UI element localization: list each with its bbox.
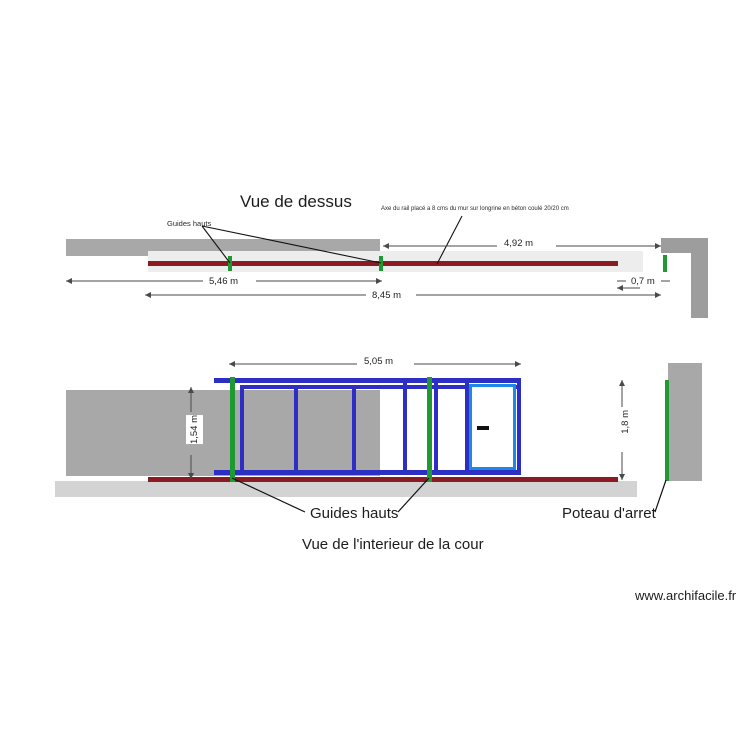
elevation-guides-label: Guides hauts bbox=[310, 505, 399, 522]
top-view-guide-post-left bbox=[228, 256, 232, 271]
dim-gate-height-154: 1,54 m bbox=[186, 415, 203, 445]
door-handle[interactable] bbox=[477, 426, 489, 430]
gate-frame-bottom-rail bbox=[214, 470, 521, 475]
gate-mullion-5 bbox=[434, 380, 438, 472]
gate-mullion-7 bbox=[517, 380, 521, 472]
gate-door-panel[interactable] bbox=[469, 384, 516, 470]
elevation-ground-slab bbox=[55, 481, 637, 497]
gate-frame-top-rail bbox=[214, 378, 521, 383]
dim-post-height-18: 1,8 m bbox=[617, 410, 634, 434]
elevation-rail bbox=[148, 477, 618, 482]
gate-mullion-1 bbox=[240, 385, 244, 471]
top-view-stop-post bbox=[663, 255, 667, 272]
gate-mullion-6 bbox=[465, 380, 469, 472]
top-view-corner-wall-vertical bbox=[691, 238, 708, 318]
top-view-rail bbox=[148, 261, 618, 266]
gate-mullion-3 bbox=[352, 385, 356, 471]
dim-inner-492: 4,92 m bbox=[500, 238, 538, 249]
rail-axis-note: Axe du rail placé a 8 cms du mur sur lon… bbox=[381, 206, 569, 212]
top-view-guide-post-right bbox=[379, 256, 383, 271]
elevation-view-title: Vue de l'interieur de la cour bbox=[302, 536, 484, 553]
dim-total-845: 8,45 m bbox=[368, 290, 406, 301]
elevation-guide-post-left bbox=[230, 377, 235, 482]
elevation-back-wall bbox=[66, 390, 380, 476]
elevation-right-wall bbox=[668, 363, 702, 481]
elevation-guide-post-right bbox=[427, 377, 432, 482]
gate-frame-inner-top-rail bbox=[240, 385, 521, 389]
dim-left-546: 5,46 m bbox=[205, 276, 243, 287]
dim-end-gap-07: 0,7 m bbox=[627, 276, 659, 287]
gate-mullion-2 bbox=[294, 385, 298, 471]
elevation-stop-post bbox=[665, 380, 669, 481]
top-view-guides-label: Guides hauts bbox=[167, 219, 212, 228]
gate-mullion-4 bbox=[403, 380, 407, 472]
footer-watermark: www.archifacile.fr bbox=[635, 588, 737, 603]
elevation-post-label: Poteau d'arret bbox=[562, 505, 656, 522]
dim-gate-width-505: 5,05 m bbox=[360, 356, 398, 367]
elevation-post-leader bbox=[654, 479, 667, 513]
top-view-title: Vue de dessus bbox=[240, 192, 352, 211]
